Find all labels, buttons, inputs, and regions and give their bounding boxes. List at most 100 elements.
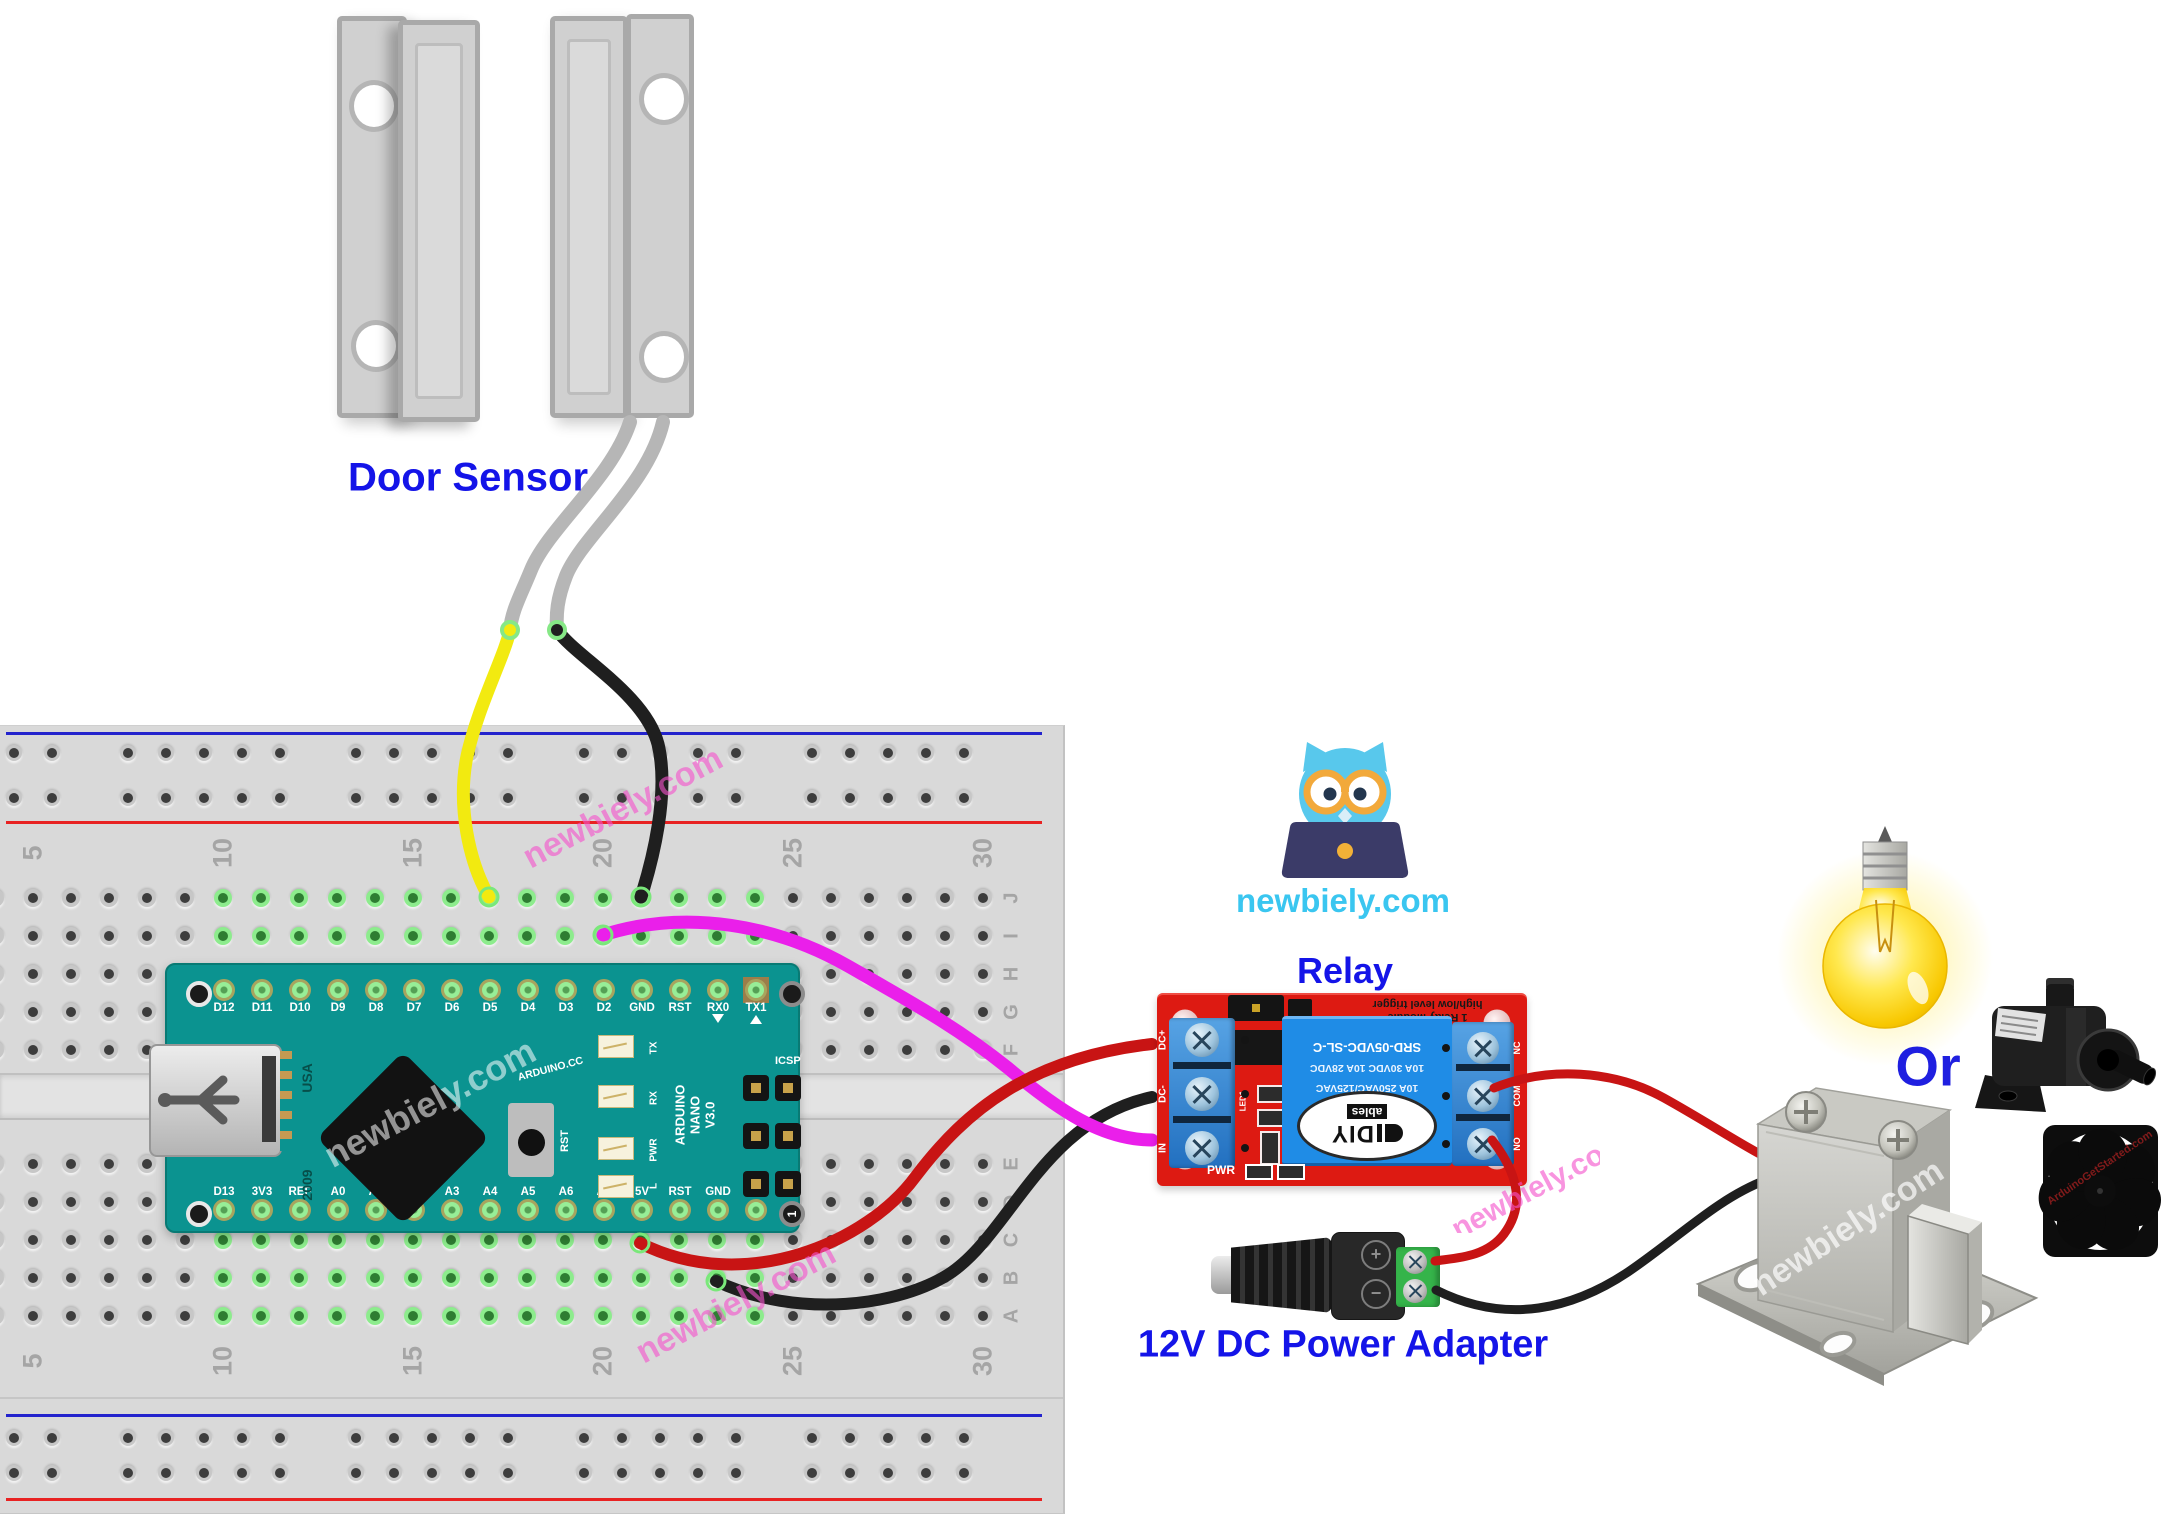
screw-hole: [639, 331, 689, 383]
breadboard-hole: [44, 1465, 60, 1481]
pin-label: REF: [288, 1186, 312, 1198]
breadboard-hole: [328, 927, 346, 945]
wire-junction-ring: [547, 620, 567, 640]
pin-label: 5V: [634, 1186, 650, 1198]
pin-label: D12: [213, 1002, 235, 1014]
breadboard-hole: [328, 1307, 346, 1325]
base-threads: [1863, 852, 1907, 880]
breadboard-hole: [424, 1430, 440, 1446]
arduino-pad: [555, 1199, 577, 1221]
breadboard-hole: [442, 1231, 460, 1249]
breadboard-hole: [576, 745, 592, 761]
breadboard-hole: [348, 1465, 364, 1481]
cooling-fan: [2038, 1125, 2162, 1257]
breadboard-hole: [670, 889, 688, 907]
breadboard-hole: [500, 1430, 516, 1446]
breadboard-hole: [138, 1155, 156, 1173]
breadboard-hole: [500, 1465, 516, 1481]
pwr-led: [598, 1137, 634, 1160]
breadboard-hole: [24, 1193, 42, 1211]
breadboard-hole: [918, 790, 934, 806]
breadboard-hole: [138, 1193, 156, 1211]
breadboard-hole: [252, 1269, 270, 1287]
breadboard-hole: [918, 745, 934, 761]
breadboard-hole: [348, 1430, 364, 1446]
screw-slots: [1887, 1129, 1909, 1151]
breadboard-hole: [632, 1269, 650, 1287]
breadboard-hole: [822, 889, 840, 907]
breadboard-hole: [728, 790, 744, 806]
breadboard-hole: [556, 927, 574, 945]
mount-hole: [779, 1201, 805, 1227]
breadboard-hole: [138, 889, 156, 907]
breadboard-hole: [842, 1465, 858, 1481]
wire-hole: [1241, 1144, 1249, 1152]
arduino-pad: [631, 979, 653, 1001]
breadboard-hole: [860, 1307, 878, 1325]
bracket-edge: [1698, 1284, 1884, 1386]
breadboard-hole: [62, 889, 80, 907]
breadboard-hole: [214, 889, 232, 907]
breadboard-hole: [138, 1269, 156, 1287]
breadboard-hole: [614, 1430, 630, 1446]
breadboard-hole: [252, 889, 270, 907]
laptop-logo-dot: [1337, 843, 1353, 859]
breadboard-hole: [860, 1003, 878, 1021]
breadboard-hole: [708, 1307, 726, 1325]
terminal-screw: [1467, 1032, 1499, 1064]
breadboard-hole: [576, 1465, 592, 1481]
breadboard-hole: [176, 889, 194, 907]
pump-head-center: [2097, 1049, 2119, 1071]
breadboard-hole: [386, 745, 402, 761]
solenoid-front-face: [1757, 1123, 1894, 1333]
wire-black-adapter-to-solenoid: [1431, 1175, 1771, 1315]
arduino-pad: [327, 979, 349, 1001]
arduino-pad: [593, 979, 615, 1001]
breadboard-hole: [860, 889, 878, 907]
breadboard-hole: [158, 745, 174, 761]
latch-bolt: [1907, 1214, 1969, 1345]
breadboard-hole: [100, 1041, 118, 1059]
breadboard-hole: [6, 745, 22, 761]
breadboard-hole: [728, 1430, 744, 1446]
breadboard-hole: [100, 927, 118, 945]
breadboard-hole: [158, 1430, 174, 1446]
breadboard-hole: [614, 745, 630, 761]
terminal-divider: [1173, 1062, 1231, 1069]
breadboard-hole: [196, 790, 212, 806]
arduino-pad: [555, 979, 577, 1001]
pump-label-text-lines: [1999, 1015, 2039, 1036]
breadboard-hole: [936, 1041, 954, 1059]
jumper-pin: [1252, 1004, 1260, 1012]
breadboard-hole: [24, 1041, 42, 1059]
breadboard-hole: [348, 790, 364, 806]
breadboard-hole: [500, 745, 516, 761]
breadboard-hole: [158, 1465, 174, 1481]
pin-label: RST: [668, 1002, 692, 1014]
arduino-pad: [745, 979, 767, 1001]
wire-red-5v-to-relay: [634, 1038, 1158, 1271]
arduino-pad: [479, 979, 501, 1001]
breadboard-hole: [936, 965, 954, 983]
pin-label: A3: [444, 1186, 460, 1198]
usb-pins: [280, 1051, 292, 1151]
breadboard-hole: [138, 965, 156, 983]
bottom-rail-red-line: [6, 1498, 1042, 1501]
door-sensor-left-switch-bar: [398, 20, 480, 422]
breadboard-hole: [860, 927, 878, 945]
breadboard-hole: [822, 1193, 840, 1211]
breadboard-hole: [424, 1465, 440, 1481]
pin-label: A6: [558, 1186, 574, 1198]
pin-label: RST: [668, 1186, 692, 1198]
terminal-divider: [1173, 1116, 1231, 1123]
breadboard-hole: [62, 965, 80, 983]
breadboard-hole: [44, 745, 60, 761]
door-sensor-left-magnet-bar: [337, 16, 407, 418]
fan-blades: [2038, 1128, 2162, 1250]
breadboard-hole: [822, 965, 840, 983]
breadboard-hole: [974, 965, 992, 983]
owl-beak: [1338, 808, 1352, 824]
divider-line: [0, 1397, 1063, 1399]
breadboard-hole: [518, 1307, 536, 1325]
